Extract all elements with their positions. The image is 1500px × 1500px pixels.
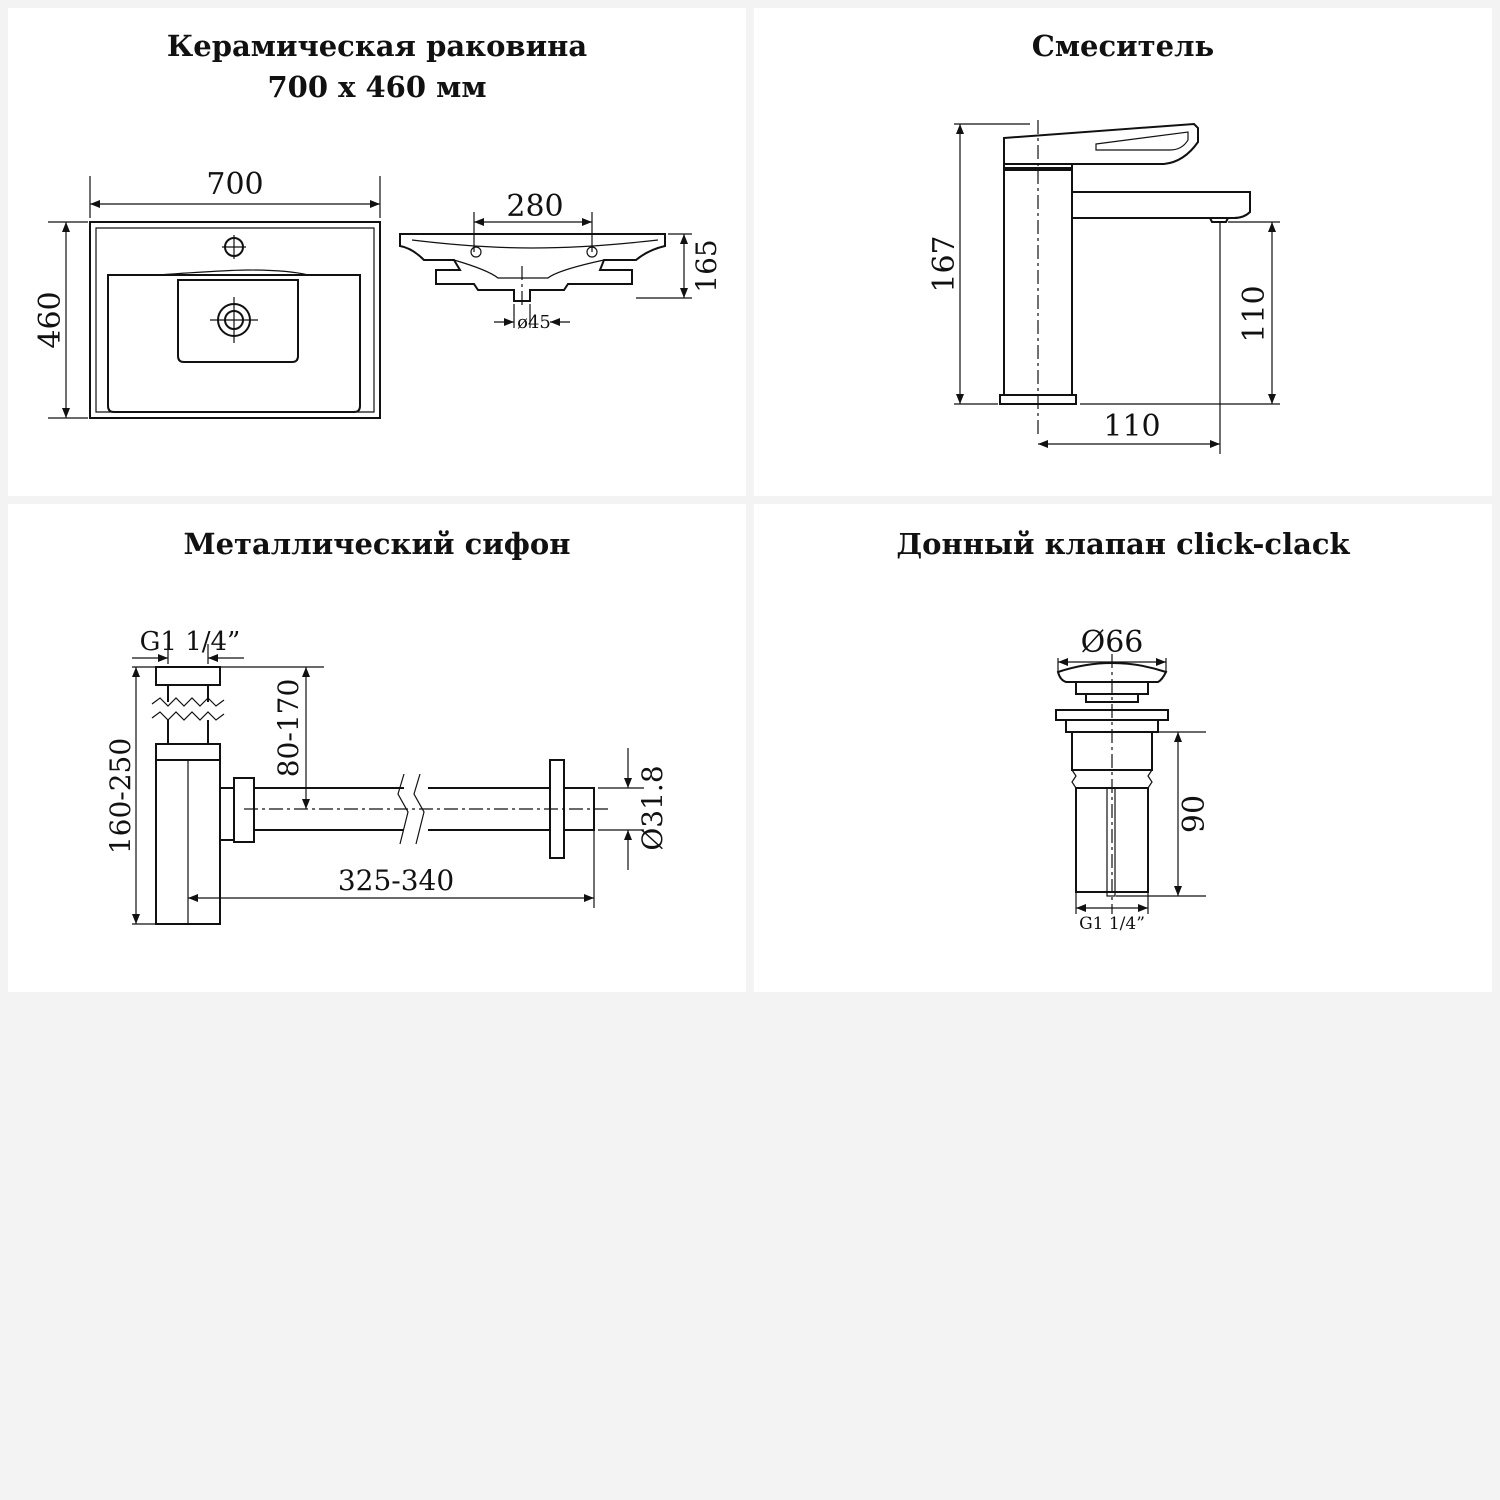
valve-drawing: Ø66 90 G1 1/4” [1055,625,1212,934]
sink-title: Керамическая раковина 700 x 460 мм [8,26,746,108]
sink-title-line2: 700 x 460 мм [267,70,487,104]
valve-thread-label: G1 1/4” [1079,914,1145,934]
faucet-title: Смеситель [1031,29,1215,63]
sink-depth-label: 460 [33,291,68,348]
faucet-spout-reach-label: 110 [1103,409,1160,444]
valve-cap-label: Ø66 [1081,625,1144,660]
sink-width-label: 700 [206,167,263,202]
faucet-height-label: 167 [927,235,962,292]
siphon-title: Металлический сифон [183,527,571,561]
siphon-total-label: 160-250 [104,738,137,854]
valve-panel: Донный клапан click-clack Ø66 90 G1 1/4” [754,504,1492,992]
siphon-adjust-label: 80-170 [272,679,305,778]
siphon-panel: Металлический сифон G1 1/4” [8,504,746,992]
sink-drain-label: ø45 [517,312,551,333]
faucet-spout-height-label: 110 [1237,285,1272,342]
sink-side-view [399,233,666,308]
valve-title: Донный клапан click-clack [896,527,1350,561]
faucet-drawing: 167 110 110 [927,120,1280,454]
valve-body [1055,654,1169,914]
sink-panel: Керамическая раковина 700 x 460 мм [8,8,746,496]
siphon-length-label: 325-340 [338,864,454,897]
siphon-pipe-label: Ø31.8 [636,765,669,850]
valve-height-label: 90 [1177,795,1212,833]
faucet-panel: Смеситель 167 110 110 [754,8,1492,496]
siphon-body [151,666,608,925]
siphon-thread-label: G1 1/4” [140,627,241,657]
sink-holes-label: 280 [506,189,563,224]
sink-height-label: 165 [690,239,723,292]
sink-drawing: 700 460 280 165 ø45 [33,167,723,419]
siphon-drawing: G1 1/4” 80-170 160-250 325-340 Ø31.8 [104,627,669,925]
faucet-body [999,120,1251,438]
sink-top-view [89,221,381,419]
sink-title-line1: Керамическая раковина [166,29,588,63]
